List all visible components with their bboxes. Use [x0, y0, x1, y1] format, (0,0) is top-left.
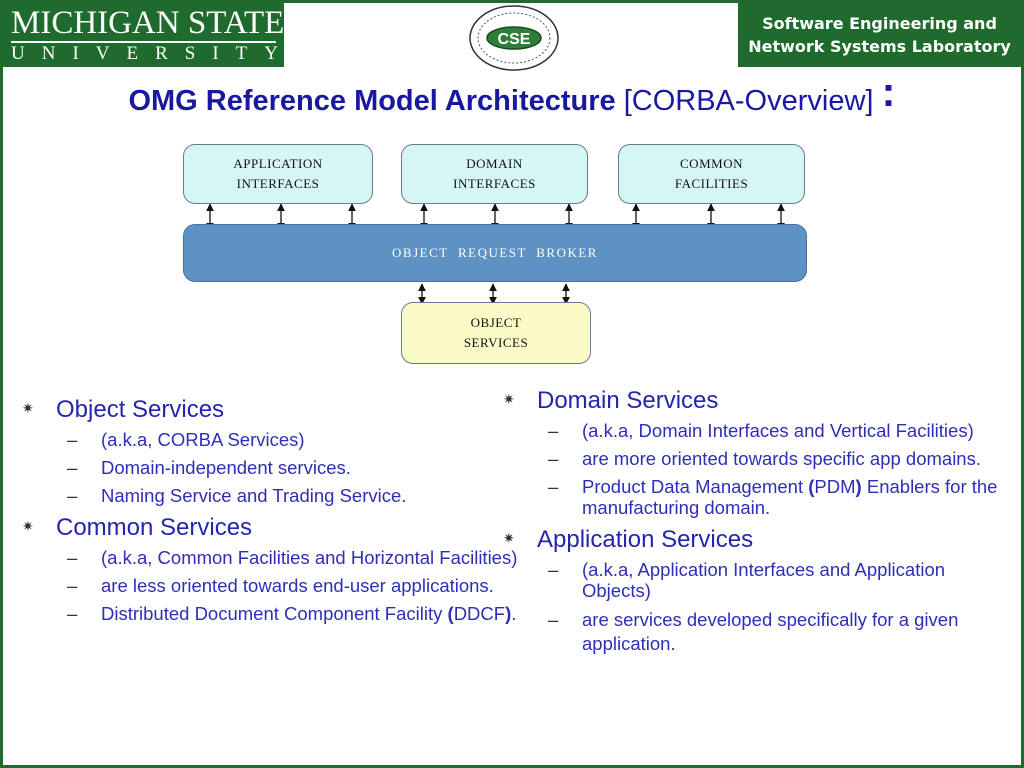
sub-bullet-text: are less oriented towards end-user appli…	[101, 575, 494, 596]
bullet-heading: Object Services	[56, 396, 225, 423]
sub-bullet-text: (a.k.a, Domain Interfaces and Vertical F…	[582, 420, 974, 441]
text-segment: .	[511, 603, 517, 624]
bullet-star-icon: ✷	[22, 518, 34, 534]
text-segment: Distributed Document Component Facility	[101, 603, 448, 624]
sub-bullet-text: Domain-independent services.	[101, 457, 351, 478]
dash-icon: –	[67, 547, 78, 568]
msu-logo-top-text: MICHIGAN STATE	[11, 5, 285, 41]
paren-open: (	[808, 476, 815, 497]
sub-bullet-text: are more oriented towards specific app d…	[582, 448, 981, 469]
dash-icon: –	[67, 603, 78, 624]
dash-icon: –	[67, 485, 78, 506]
dash-icon: –	[548, 609, 559, 630]
paren-open: (	[447, 603, 454, 624]
paren-close: )	[855, 476, 862, 497]
sub-bullet-text: (a.k.a, Application Interfaces and Appli…	[582, 559, 946, 601]
right-bullet-column: ✷ Domain Services – (a.k.a, Domain Inter…	[503, 386, 1008, 663]
acronym-pdm: PDM	[814, 476, 856, 497]
dash-icon: –	[548, 559, 559, 580]
sub-bullet-text: are services developed specifically for …	[582, 609, 959, 654]
domain-interfaces-box: DOMAIN INTERFACES	[401, 144, 588, 204]
sub-bullet: – are services developed specifically fo…	[503, 608, 1008, 656]
bullet-star-icon: ✷	[503, 530, 515, 546]
object-services-line1: OBJECT	[470, 315, 522, 330]
bullet-heading: Application Services	[537, 526, 754, 553]
object-services-line2: SERVICES	[463, 335, 529, 350]
sub-bullet: – (a.k.a, Domain Interfaces and Vertical…	[503, 420, 1008, 441]
sub-bullet: – Naming Service and Trading Service.	[22, 485, 522, 506]
sub-bullet: – (a.k.a, Common Facilities and Horizont…	[22, 547, 522, 568]
dash-icon: –	[67, 457, 78, 478]
sub-bullet-text: (a.k.a, CORBA Services)	[101, 429, 305, 450]
bullet-heading: Domain Services	[537, 387, 719, 414]
msu-logo-bottom-text: UNIVERSITY	[11, 43, 295, 64]
sub-bullet: – are more oriented towards specific app…	[503, 448, 1008, 469]
sub-bullet-text: Product Data Management (PDM) Enablers f…	[582, 476, 997, 518]
sub-bullet: – (a.k.a, Application Interfaces and App…	[503, 559, 1008, 601]
left-bullet-column: ✷ Object Services – (a.k.a, CORBA Servic…	[22, 395, 522, 631]
bullet-star-icon: ✷	[503, 391, 515, 407]
sub-bullet-text: (a.k.a, Common Facilities and Horizontal…	[101, 547, 518, 568]
application-interfaces-line2: INTERFACES	[236, 176, 320, 191]
text-segment: Enablers for the manufacturing domain.	[582, 476, 998, 518]
sub-bullet-text: Naming Service and Trading Service.	[101, 485, 407, 506]
bullet-object-services: ✷ Object Services	[22, 395, 522, 425]
sub-bullet-text: Distributed Document Component Facility …	[101, 603, 516, 624]
text-segment: Product Data Management	[582, 476, 809, 497]
bullet-application-services: ✷ Application Services	[503, 525, 1008, 555]
bullet-star-icon: ✷	[22, 400, 34, 416]
acronym-ddcf: DDCF	[453, 603, 506, 624]
msu-logo-rule	[11, 41, 276, 43]
slide-title-main: OMG Reference Model Architecture	[128, 85, 616, 117]
slide-title-subtitle: [CORBA-Overview]	[623, 85, 874, 117]
bullet-heading: Common Services	[56, 514, 253, 541]
dash-icon: –	[548, 476, 559, 497]
application-interfaces-line1: APPLICATION	[233, 156, 323, 171]
bullet-common-services: ✷ Common Services	[22, 513, 522, 543]
sub-bullet: – (a.k.a, CORBA Services)	[22, 429, 522, 450]
lab-logo: Software Engineering and Network Systems…	[738, 3, 1021, 67]
common-facilities-line1: COMMON	[680, 156, 743, 171]
dash-icon: –	[548, 448, 559, 469]
slide-title-colon: :	[881, 68, 896, 115]
domain-interfaces-line1: DOMAIN	[466, 156, 523, 171]
dash-icon: –	[67, 429, 78, 450]
slide-title: OMG Reference Model Architecture [CORBA-…	[0, 68, 1024, 120]
corba-architecture-diagram: APPLICATION INTERFACES DOMAIN INTERFACES…	[179, 138, 811, 368]
sub-bullet: – Product Data Management (PDM) Enablers…	[503, 476, 1008, 518]
object-request-broker-bar: OBJECT REQUEST BROKER	[183, 224, 807, 282]
object-request-broker-label: OBJECT REQUEST BROKER	[392, 245, 598, 260]
cse-seal-text: CSE	[498, 31, 531, 48]
dash-icon: –	[548, 420, 559, 441]
paren-close: )	[505, 603, 512, 624]
sub-bullet: – Distributed Document Component Facilit…	[22, 603, 522, 624]
lab-logo-line1: Software Engineering and	[762, 14, 997, 33]
object-services-box: OBJECT SERVICES	[401, 302, 591, 364]
sub-bullet: – Domain-independent services.	[22, 457, 522, 478]
common-facilities-box: COMMON FACILITIES	[618, 144, 805, 204]
bullet-domain-services: ✷ Domain Services	[503, 386, 1008, 416]
domain-interfaces-line2: INTERFACES	[453, 176, 536, 191]
dash-icon: –	[67, 575, 78, 596]
application-interfaces-box: APPLICATION INTERFACES	[183, 144, 373, 204]
msu-logo: MICHIGAN STATE UNIVERSITY	[3, 3, 284, 67]
cse-seal-logo: CSE	[466, 4, 562, 72]
common-facilities-line2: FACILITIES	[674, 176, 749, 191]
lab-logo-line2: Network Systems Laboratory	[748, 37, 1011, 56]
sub-bullet: – are less oriented towards end-user app…	[22, 575, 522, 596]
